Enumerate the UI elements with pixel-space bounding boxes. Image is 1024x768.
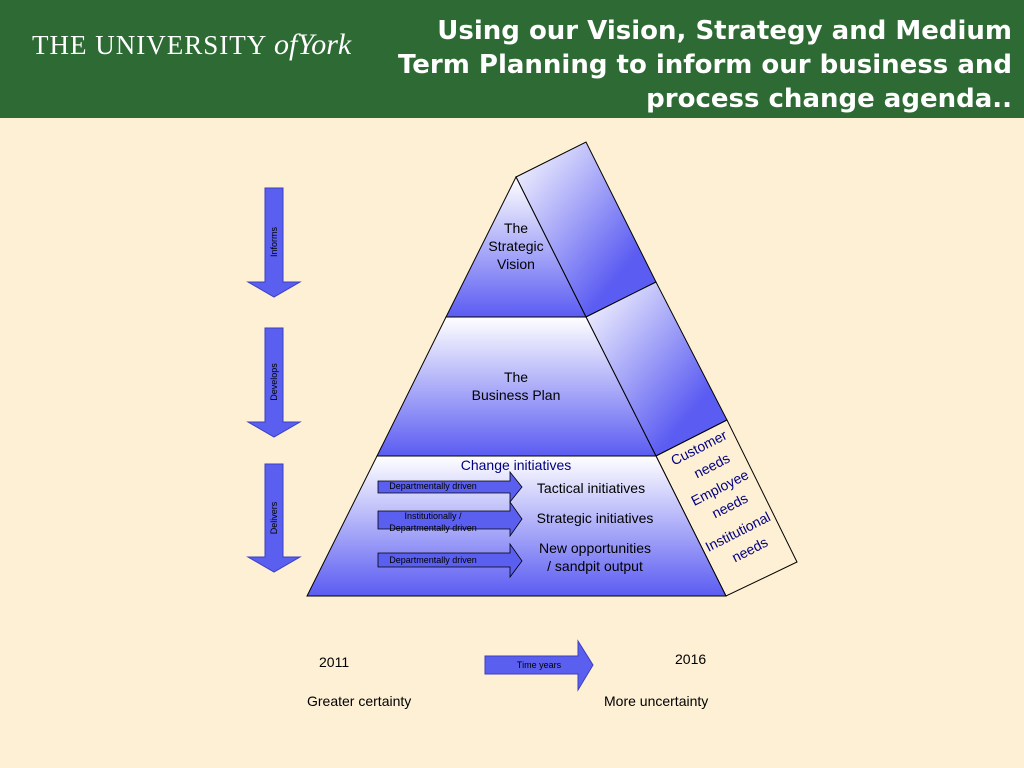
strategic-driver-label-1: Institutionally / bbox=[404, 511, 462, 521]
delivers-arrow: Delivers bbox=[246, 463, 302, 573]
initiative-arrow-tactical: Departmentally driven bbox=[377, 470, 523, 504]
informs-arrow: Informs bbox=[246, 187, 302, 298]
slide-title: Using our Vision, Strategy and Medium Te… bbox=[398, 16, 1012, 114]
informs-arrow-label: Informs bbox=[269, 227, 279, 258]
tactical-driver-label: Departmentally driven bbox=[389, 481, 477, 491]
strategic-initiatives-label: Strategic initiatives bbox=[537, 510, 654, 526]
initiative-arrow-new-opportunities: Departmentally driven bbox=[377, 542, 523, 579]
delivers-arrow-label: Delivers bbox=[269, 501, 279, 534]
develops-arrow-label: Develops bbox=[269, 363, 279, 401]
tactical-initiatives-label: Tactical initiatives bbox=[537, 480, 645, 496]
time-arrow-label: Time years bbox=[517, 660, 562, 670]
change-initiatives-label: Change initiatives bbox=[461, 457, 572, 473]
logo-main-text: THE UNIVERSITY bbox=[32, 30, 267, 60]
new-opportunities-line-1: New opportunities bbox=[539, 540, 651, 556]
vision-line-1: The bbox=[504, 220, 528, 236]
develops-arrow: Develops bbox=[246, 327, 302, 438]
initiative-arrow-strategic: Institutionally / Departmentally driven bbox=[377, 500, 523, 538]
business-plan-line-1: The bbox=[504, 369, 528, 385]
end-year: 2016 bbox=[675, 651, 707, 667]
logo-of-text: of bbox=[273, 28, 298, 61]
logo-york-text: York bbox=[297, 28, 352, 61]
time-arrow: Time years bbox=[484, 639, 594, 692]
vision-line-3: Vision bbox=[497, 256, 535, 272]
start-year: 2011 bbox=[319, 654, 350, 670]
new-opportunities-line-2: / sandpit output bbox=[547, 558, 643, 574]
header-banner: THE UNIVERSITY ofYork Using our Vision, … bbox=[0, 0, 1024, 118]
start-caption: Greater certainty bbox=[307, 693, 412, 709]
new-opportunities-driver-label: Departmentally driven bbox=[389, 555, 477, 565]
vision-line-2: Strategic bbox=[488, 238, 543, 254]
end-caption: More uncertainty bbox=[604, 693, 709, 709]
strategic-driver-label-2: Departmentally driven bbox=[389, 523, 477, 533]
business-plan-line-2: Business Plan bbox=[472, 387, 561, 403]
university-logo: THE UNIVERSITY ofYork bbox=[32, 28, 351, 62]
